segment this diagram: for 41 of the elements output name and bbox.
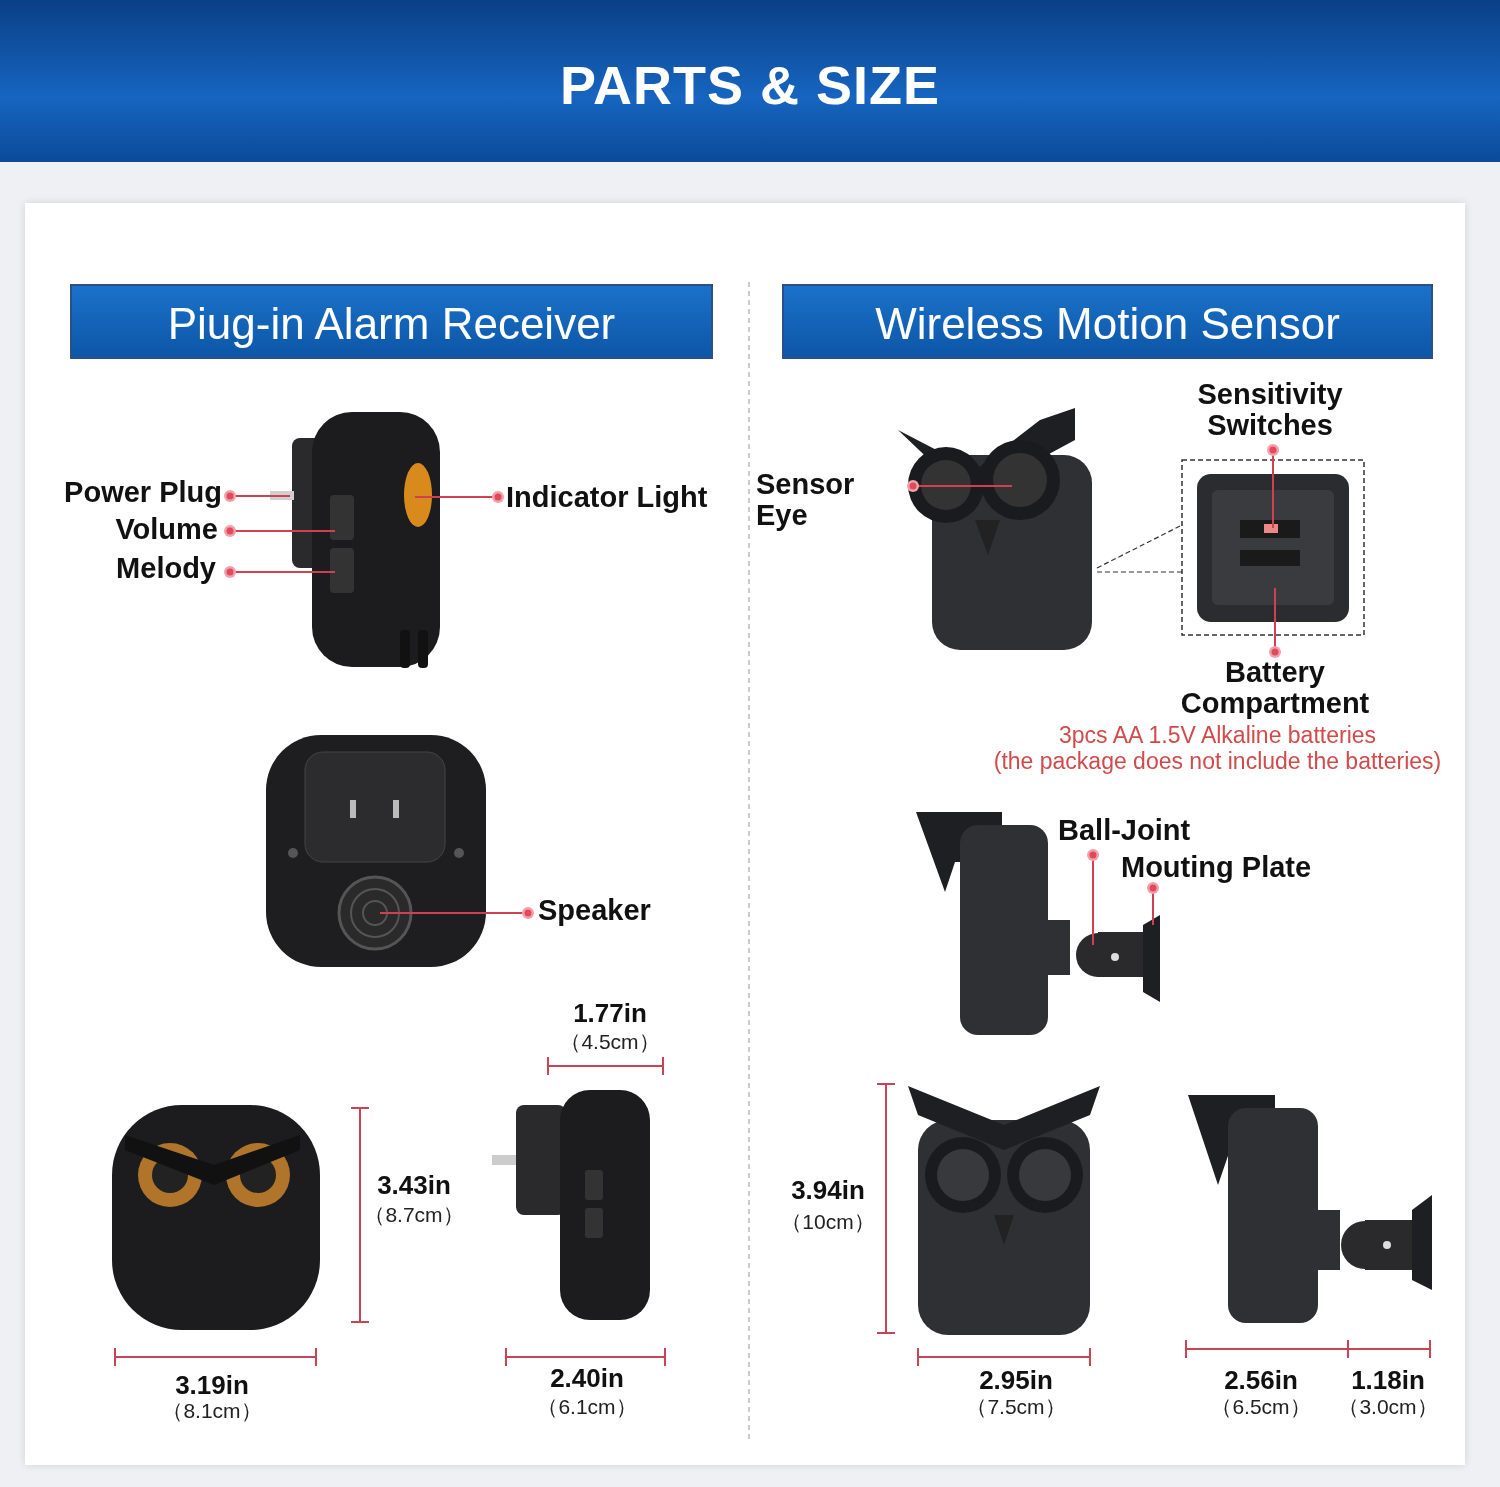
leader-line — [907, 480, 1013, 492]
dimension-label: 1.77in — [572, 999, 648, 1027]
callout-label: Power Plug — [30, 477, 222, 508]
metric-dimension-label: （6.5cm） — [1210, 1395, 1312, 1419]
section-header-band: Wireless Motion Sensor — [782, 284, 1433, 359]
callout-label: Battery Compartment — [1140, 657, 1410, 719]
callout-label: Ball-Joint — [1058, 815, 1218, 846]
leader-line — [224, 566, 336, 578]
page-title: PARTS & SIZE — [558, 55, 941, 115]
dimension-label: 2.40in — [549, 1364, 625, 1392]
dimension-label: 1.18in — [1350, 1366, 1426, 1394]
leader-line — [1147, 882, 1159, 926]
metric-dimension-label: （8.1cm） — [161, 1399, 263, 1423]
metric-dimension-label: （8.7cm） — [363, 1203, 465, 1227]
leader-line — [414, 491, 504, 503]
leader-line — [224, 490, 291, 502]
dimension-label: 3.19in — [174, 1371, 250, 1399]
note-text: (the package does not include the batteries) — [992, 748, 1443, 774]
dimension-label: 2.56in — [1223, 1366, 1299, 1394]
dimension-label: 2.95in — [978, 1366, 1054, 1394]
metric-dimension-label: （6.1cm） — [536, 1395, 638, 1419]
callout-label: Melody — [30, 553, 216, 584]
leader-line — [1269, 587, 1281, 658]
dimension-label: 3.43in — [376, 1171, 452, 1199]
callout-label: Volume — [30, 514, 218, 545]
metric-dimension-label: （7.5cm） — [965, 1395, 1067, 1419]
metric-dimension-label: （10cm） — [780, 1210, 876, 1234]
callout-label: Indicator Light — [506, 482, 736, 513]
callout-label: Sensor Eye — [756, 469, 908, 531]
leader-line — [379, 907, 534, 919]
note-text: 3pcs AA 1.5V Alkaline batteries — [1057, 722, 1378, 748]
section-header-band: Piug-in Alarm Receiver — [70, 284, 713, 359]
callout-label: Sensitivity Switches — [1160, 379, 1380, 441]
leader-line — [1087, 849, 1099, 946]
callout-label: Speaker — [538, 895, 678, 926]
callout-label: Mouting Plate — [1121, 852, 1321, 883]
metric-dimension-label: （4.5cm） — [559, 1030, 661, 1054]
leader-line — [224, 525, 336, 537]
leader-line — [1267, 444, 1279, 529]
metric-dimension-label: （3.0cm） — [1337, 1395, 1439, 1419]
dimension-label: 3.94in — [790, 1176, 866, 1204]
